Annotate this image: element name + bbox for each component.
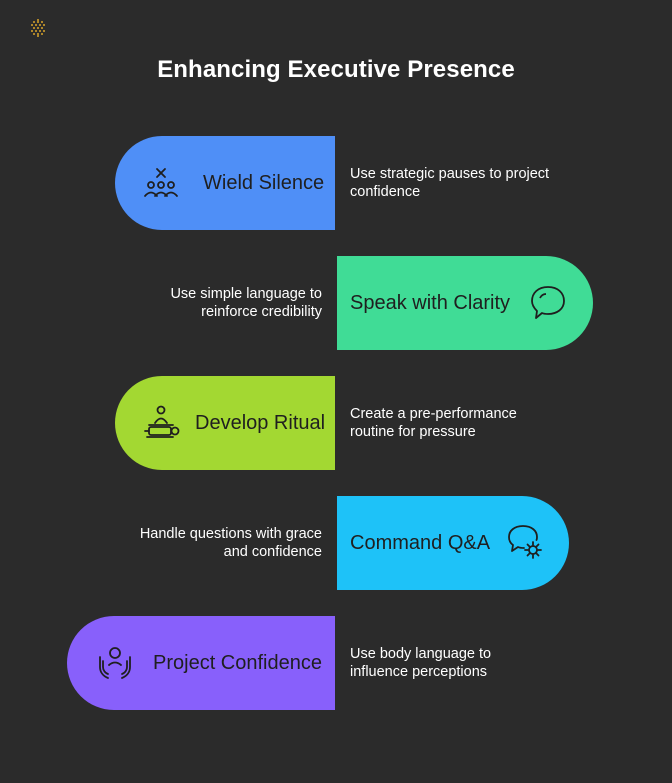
step-description: Use strategic pauses to project confiden… — [350, 166, 550, 200]
step-label: Speak with Clarity — [350, 291, 511, 314]
step-project-confidence: Project Confidence — [67, 616, 335, 710]
page-title: Enhancing Executive Presence — [157, 56, 515, 83]
step-wield-silence: Wield Silence — [115, 136, 335, 230]
speech-bubble-icon — [528, 283, 568, 323]
logo-icon — [28, 18, 48, 38]
step-label: Wield Silence — [203, 171, 325, 194]
step-command-qa: Command Q&A — [337, 496, 569, 590]
chat-gear-icon — [506, 523, 546, 563]
step-description: Use simple language to reinforce credibi… — [170, 286, 322, 320]
group-mute-icon — [143, 163, 183, 203]
step-label: Develop Ritual — [195, 411, 326, 434]
step-speak-with-clarity: Speak with Clarity — [337, 256, 593, 350]
step-develop-ritual: Develop Ritual — [115, 376, 335, 470]
presenter-podium-icon — [143, 403, 183, 443]
step-label: Command Q&A — [350, 531, 491, 554]
step-description: Create a pre-performance routine for pre… — [350, 406, 517, 440]
step-description: Use body language to influence perceptio… — [350, 646, 492, 680]
step-description: Handle questions with grace and confiden… — [139, 526, 322, 560]
step-label: Project Confidence — [153, 651, 322, 674]
open-hands-person-icon — [95, 643, 135, 683]
